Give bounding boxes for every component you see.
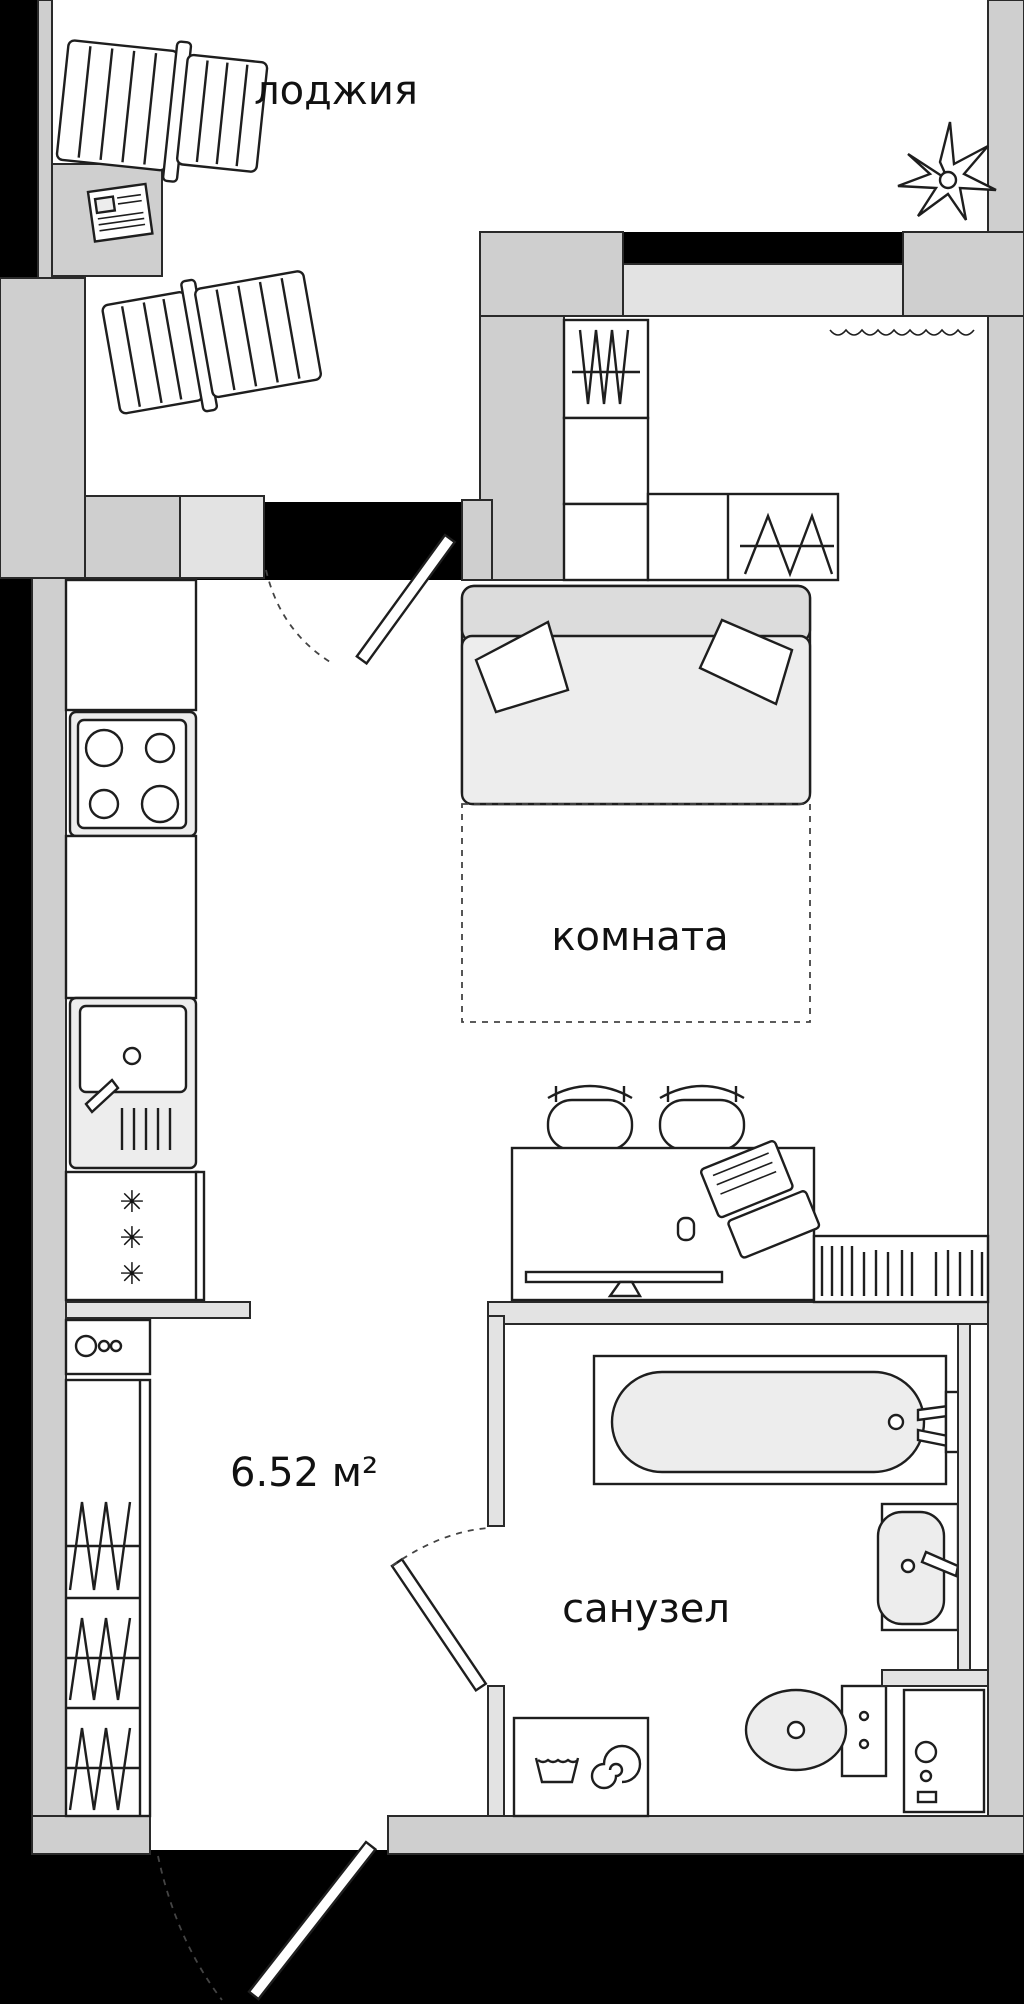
bathroom-left-partition-upper bbox=[487, 1315, 505, 1527]
bathroom-shaft-wall bbox=[957, 1323, 971, 1671]
balcony-sill bbox=[84, 495, 181, 579]
room-label-loggia: лоджия bbox=[254, 68, 418, 114]
washbasin bbox=[876, 1502, 960, 1632]
svg-text:✳: ✳ bbox=[119, 1185, 144, 1220]
right-outer-wall bbox=[987, 315, 1024, 1855]
room-upper-wall-left bbox=[479, 231, 624, 317]
area-label: 6.52 м² bbox=[230, 1450, 378, 1496]
fridge: ✳ ✳ ✳ bbox=[64, 1170, 206, 1302]
left-outer-wall bbox=[31, 577, 67, 1855]
washing-machine bbox=[512, 1716, 650, 1818]
bottom-wall-right bbox=[387, 1815, 1024, 1855]
monitor-icon bbox=[524, 1270, 724, 1298]
toilet bbox=[744, 1684, 888, 1778]
kitchen-shelf bbox=[65, 1301, 251, 1319]
room-wall-notch bbox=[461, 499, 493, 581]
curtain bbox=[829, 328, 975, 336]
bathroom-left-partition-lower bbox=[487, 1685, 505, 1817]
bathtub bbox=[592, 1354, 962, 1486]
room-upper-wall-right bbox=[902, 231, 1024, 317]
labels: лоджия комната 6.52 м² санузел bbox=[230, 68, 730, 1632]
balcony-door-frame bbox=[179, 495, 265, 579]
svg-text:✳: ✳ bbox=[119, 1257, 144, 1292]
room-window-frame bbox=[622, 263, 904, 317]
entrance-door bbox=[157, 1840, 378, 2001]
room-upper-pier bbox=[479, 315, 565, 581]
deck-chair-top bbox=[55, 39, 269, 183]
deck-chair-bottom bbox=[101, 270, 322, 415]
riser bbox=[902, 1688, 986, 1814]
balcony-wall-block bbox=[0, 277, 86, 579]
svg-text:✳: ✳ bbox=[119, 1221, 144, 1256]
mouse-icon bbox=[676, 1216, 696, 1242]
desk-area bbox=[510, 1084, 990, 1304]
bottom-wall-left bbox=[31, 1815, 151, 1855]
loggia-left-wall bbox=[37, 0, 53, 279]
balcony-door bbox=[265, 533, 457, 666]
bathroom-fixtures bbox=[512, 1323, 989, 1818]
loggia-furniture bbox=[55, 39, 997, 415]
hallway-closet bbox=[64, 1378, 152, 1818]
laptop-icon bbox=[700, 1140, 821, 1259]
bookshelf bbox=[812, 1234, 990, 1304]
kitchen: ✳ ✳ ✳ bbox=[64, 578, 206, 1818]
sink bbox=[68, 996, 198, 1170]
plant-icon bbox=[897, 121, 997, 221]
bathroom-top-partition bbox=[487, 1301, 989, 1325]
room-label-room: комната bbox=[551, 914, 728, 960]
chair-right bbox=[658, 1084, 746, 1152]
boiler bbox=[64, 1318, 152, 1376]
bathroom-door bbox=[390, 1527, 489, 1693]
chair-left bbox=[546, 1084, 634, 1152]
bathroom-shaft-wall-2 bbox=[881, 1669, 989, 1687]
bed bbox=[460, 584, 812, 1023]
bed-clearance bbox=[461, 803, 811, 1023]
loggia-right-parapet bbox=[987, 0, 1024, 233]
room-label-bathroom: санузел bbox=[562, 1586, 730, 1632]
newspaper-icon bbox=[86, 182, 154, 243]
wardrobe bbox=[562, 318, 840, 582]
